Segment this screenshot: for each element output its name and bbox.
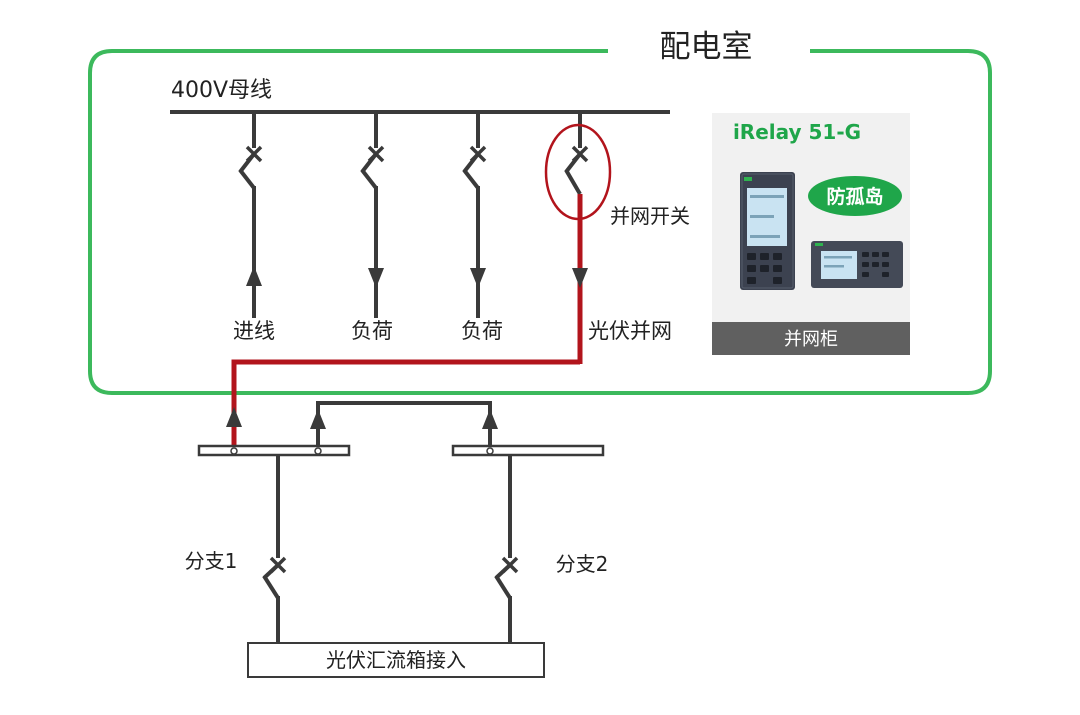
- device-model: iRelay 51-G: [733, 120, 861, 144]
- feeder-load-2-label: 负荷: [461, 319, 503, 343]
- sub-bus-2: [451, 444, 605, 457]
- cabinet-label: 并网柜: [784, 329, 838, 350]
- feeder-load-1-label: 负荷: [351, 319, 393, 343]
- branch-2-label: 分支2: [556, 552, 609, 576]
- bus-node: [486, 447, 494, 455]
- branch-2: [494, 455, 519, 643]
- arrow-up-icon: [246, 266, 262, 286]
- bus-node: [230, 447, 238, 455]
- busbar-label: 400V母线: [171, 78, 272, 103]
- grid-switch-label: 并网开关: [610, 204, 690, 228]
- pv-combiner-label: 光伏汇流箱接入: [326, 648, 466, 672]
- relay-device-small-icon: [811, 241, 903, 288]
- anti-islanding-badge-label: 防孤岛: [826, 185, 883, 208]
- grid-cabinet-panel: 并网柜 iRelay 51-G: [712, 113, 910, 355]
- cabinet-label-bar: [712, 322, 910, 355]
- branch-1-label: 分支1: [185, 549, 238, 573]
- pv-combiner-box: [247, 642, 545, 678]
- feeder-pv: [564, 112, 589, 364]
- branch-1: [262, 455, 287, 643]
- feeder-incoming-label: 进线: [233, 319, 275, 343]
- feeder-incoming: [238, 112, 263, 318]
- relay-device-large-icon: [740, 172, 795, 290]
- sub-bus-1: [197, 444, 351, 457]
- arrow-down-icon: [368, 268, 384, 288]
- room-title: 配电室: [660, 29, 753, 65]
- grid-switch-highlight-ring: [544, 123, 612, 221]
- anti-islanding-badge: [808, 176, 902, 216]
- arrow-up-icon: [226, 407, 242, 427]
- feeder-pv-label: 光伏并网: [588, 319, 672, 343]
- switch-blade: [238, 152, 256, 174]
- arrow-down-icon: [470, 268, 486, 288]
- arrow-up-icon: [482, 409, 498, 429]
- bus-node: [314, 447, 322, 455]
- arrow-up-icon: [310, 409, 326, 429]
- arrow-down-icon: [572, 268, 588, 288]
- distribution-room-frame: [88, 49, 992, 395]
- feeder-load-1: [360, 112, 385, 318]
- bus-bridge-line: [316, 401, 492, 448]
- feeder-load-2: [462, 112, 487, 318]
